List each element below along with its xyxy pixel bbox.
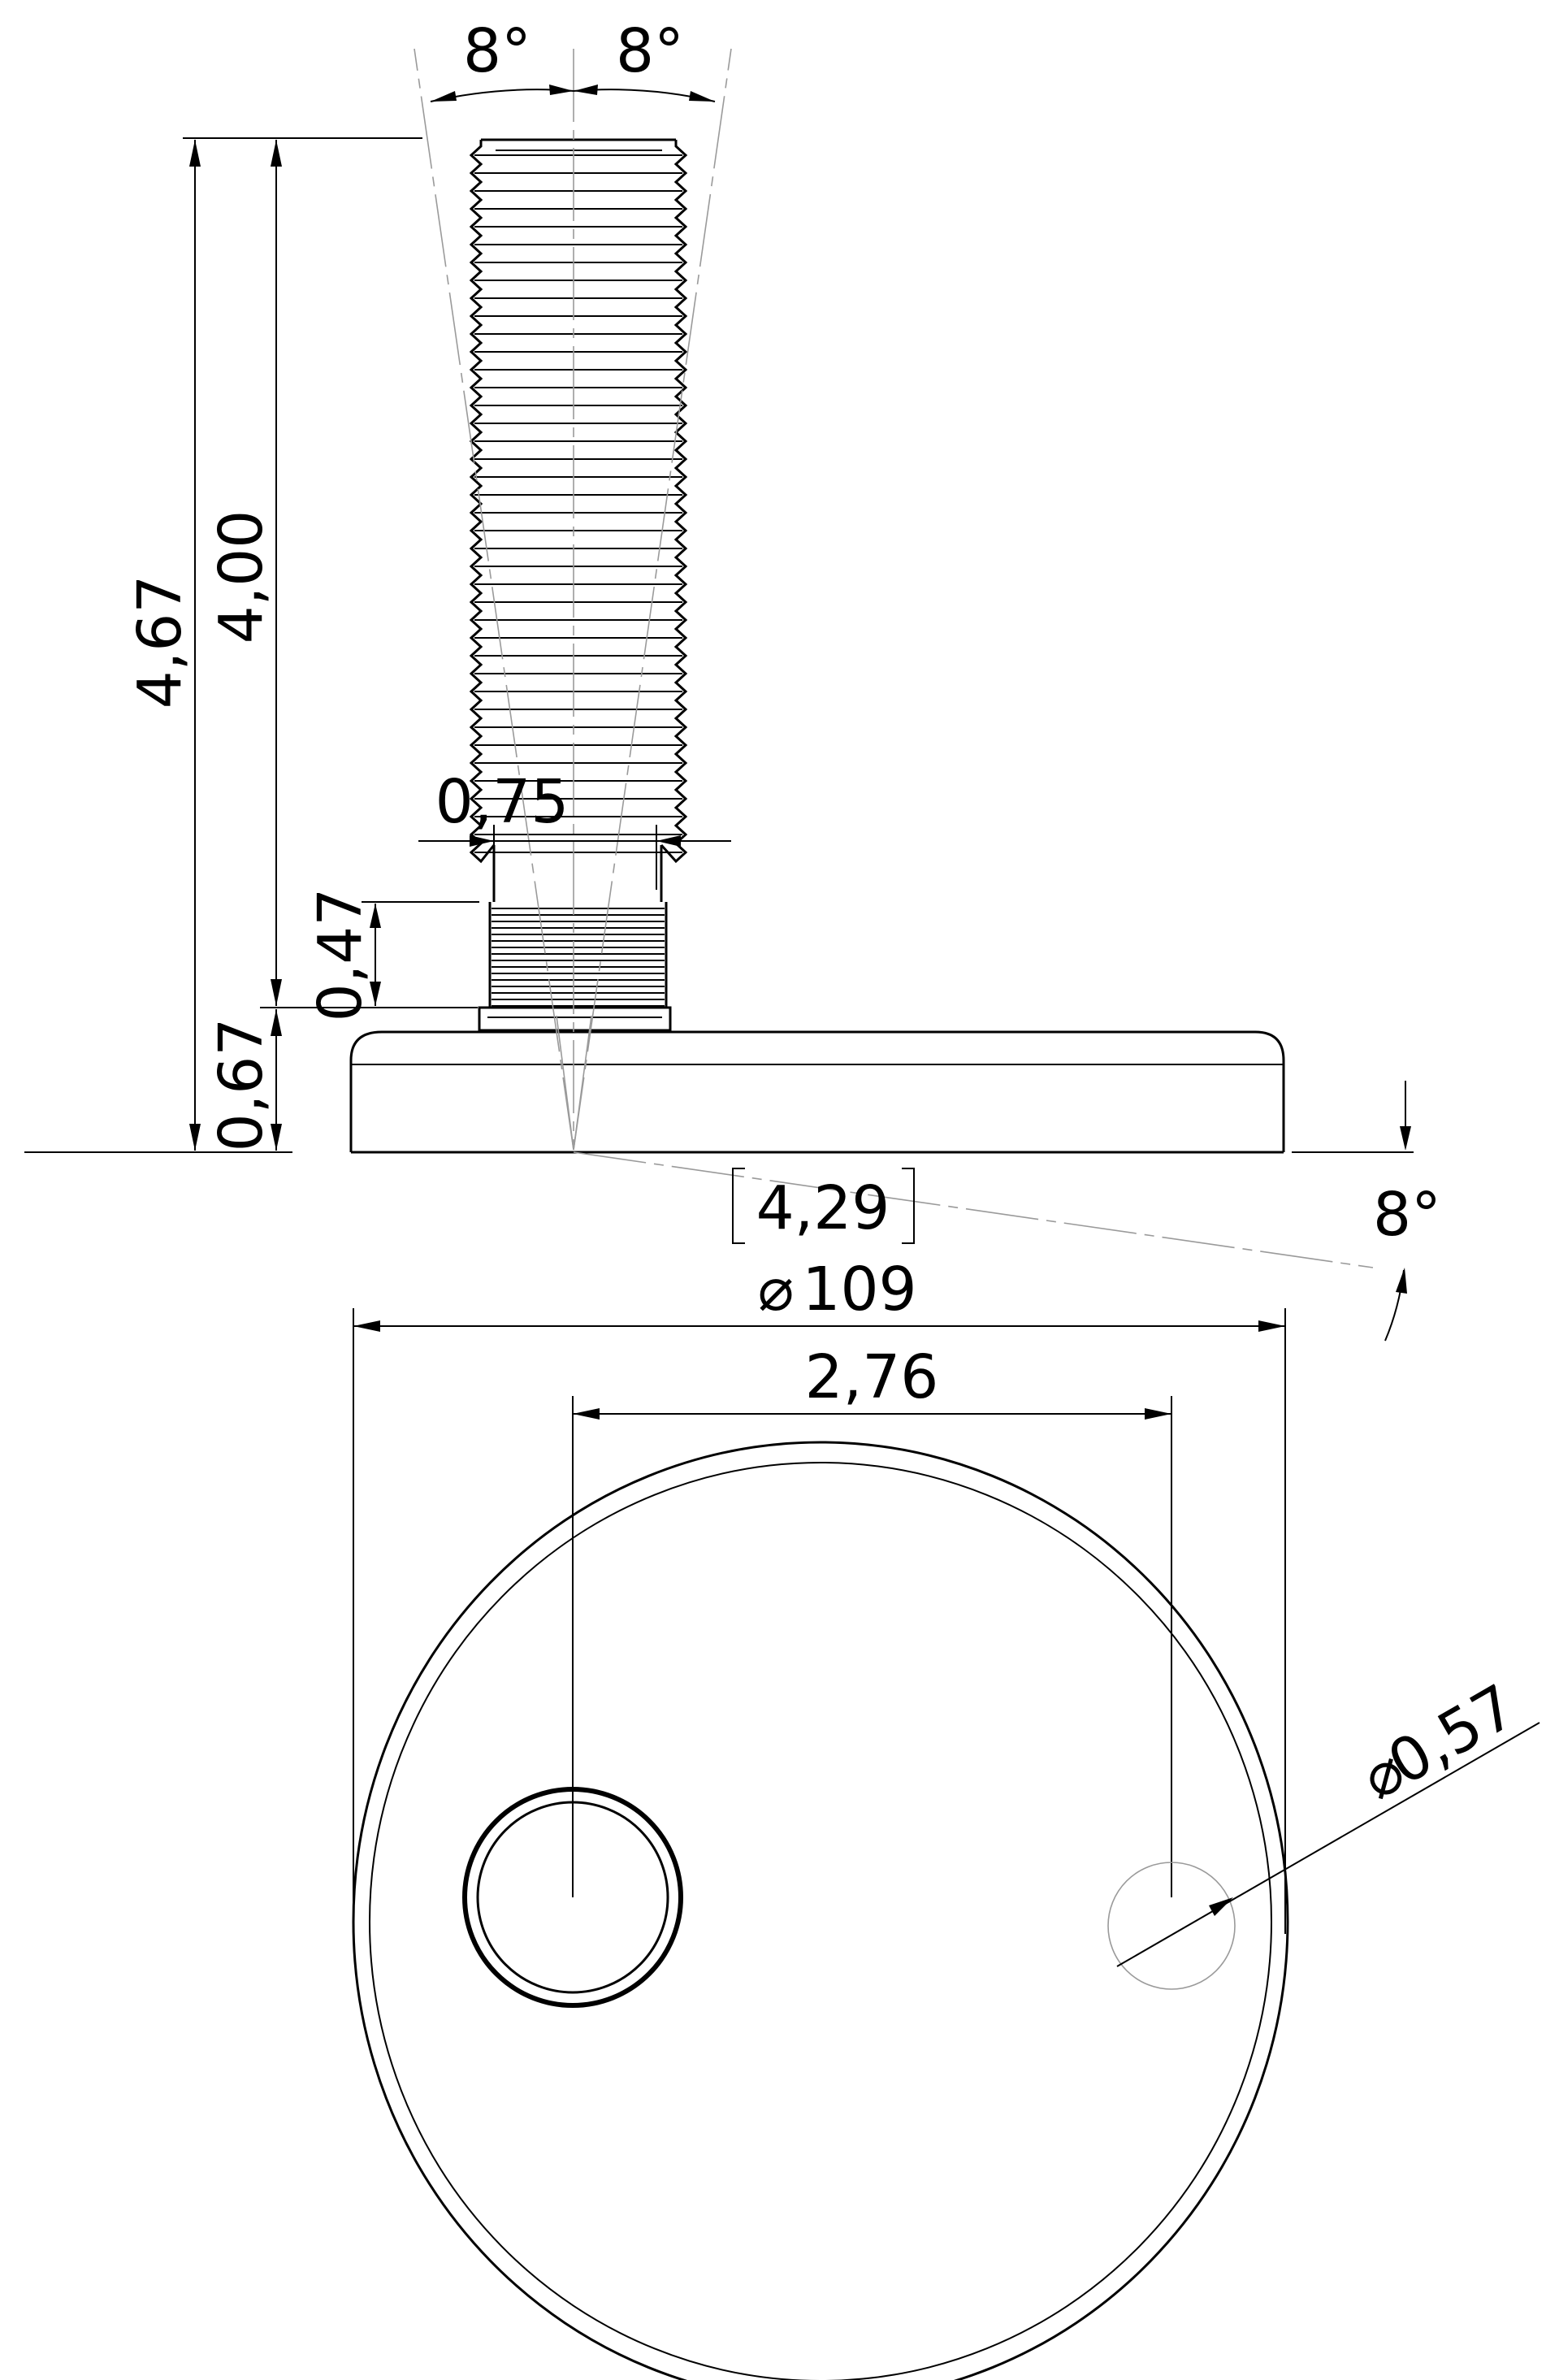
tilt-angle-dimension: 8° [1292,1081,1441,1342]
base-diameter-label: 109 [802,1255,916,1324]
hole-diameter-dimension: ⌀ 0,57 [1116,1671,1540,1967]
diameter-symbol: ⌀ [758,1255,795,1324]
ref-length-label: 4,29 [756,1173,890,1243]
arrowhead [370,904,381,928]
arrowhead [1145,1408,1171,1420]
hole-spacing-dimension: 2,76 [572,1342,1172,1897]
arrowhead [353,1320,380,1332]
arrowhead [549,85,574,95]
threaded-stud [469,138,688,1032]
stud-circle-inner [476,1801,669,1994]
angle-right-label: 8° [616,16,684,86]
side-view: 8° 8° 4,67 4,00 0,67 [24,16,1441,1342]
arrowhead [1209,1897,1233,1916]
arrowhead [573,1408,600,1420]
vertical-dimensions: 4,67 4,00 0,67 0,47 [24,137,479,1153]
top-angle-dimension: 8° 8° [430,16,716,102]
arrowhead [1400,1126,1411,1151]
tilt-ref-line [573,1151,1374,1268]
top-view: ⌀ 109 2,76 ⌀ 0,57 [352,1255,1540,2380]
base-pad [349,1030,1285,1154]
arrowhead [271,979,282,1006]
total-height-label: 4,67 [125,575,195,709]
hole-spacing-label: 2,76 [805,1342,939,1412]
angle-left-label: 8° [463,16,531,86]
base-inner-circle [369,1462,1272,2380]
base-outline [349,1030,1285,1152]
thread-profile-right [660,140,688,864]
arrowhead [271,1124,282,1151]
tilt-line-right [573,48,732,1151]
neck-grooves [492,908,665,1007]
tilt-inner-left [556,1015,574,1151]
arrowhead [1258,1320,1285,1332]
leader-line [1116,1722,1540,1967]
arrowhead [1396,1268,1407,1294]
tilt-angle-label: 8° [1373,1180,1441,1250]
arrowhead [574,85,598,95]
thread-profile-left [469,140,496,864]
arrowhead [370,982,381,1006]
neck-length-label: 0,47 [305,888,375,1022]
arrowhead [689,91,715,102]
arrowhead [189,140,201,167]
base-outer-circle [352,1441,1289,2380]
thread-teeth [469,140,688,864]
arrowhead [656,835,681,847]
base-diameter-dimension: ⌀ 109 [353,1255,1286,1934]
collar [478,1006,672,1032]
reference-dimension: 4,29 [732,1168,915,1244]
arrowhead [470,835,494,847]
ref-bracket-left [732,1168,745,1244]
tilt-line-left [414,48,574,1151]
thread-width-label: 0,75 [435,767,569,837]
mounting-hole [1107,1862,1236,1990]
arrowhead [271,1009,282,1036]
arrowhead [189,1124,201,1151]
base-height-label: 0,67 [206,1018,276,1152]
stud-circle-outer [462,1787,683,2008]
arrowhead [431,91,457,102]
thread-width-dimension: 0,75 [418,767,731,890]
ref-bracket-right [902,1168,915,1244]
thread-height-label: 4,00 [206,510,276,644]
tilt-inner-right [573,1015,592,1151]
construction-lines [414,48,1374,1268]
arrowhead [271,140,282,167]
